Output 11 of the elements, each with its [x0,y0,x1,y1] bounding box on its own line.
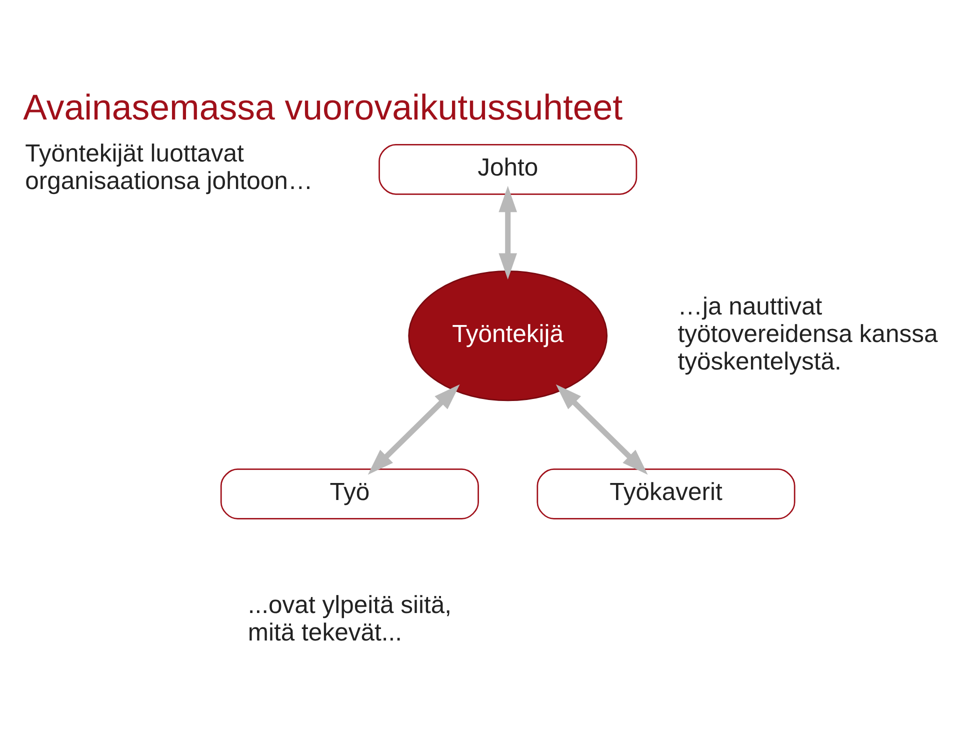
diagram-title: Avainasemassa vuorovaikutussuhteet [23,87,623,128]
label: ...ovat ylpeitä siitä, mitä tekevät... [248,591,452,646]
label: …ja nauttivat työtovereidensa kanssa työskentelystä. [678,292,938,375]
node-box: Työkaverit [536,468,796,519]
arrow [556,384,648,474]
node-ellipse: Työntekijä [408,270,608,401]
arrow [498,185,518,279]
node-box: Työ [220,468,479,519]
node-box: Johto [378,143,638,194]
label: Työntekijät luottavat organisaationsa johtoon… [25,140,313,195]
arrow [368,384,460,474]
